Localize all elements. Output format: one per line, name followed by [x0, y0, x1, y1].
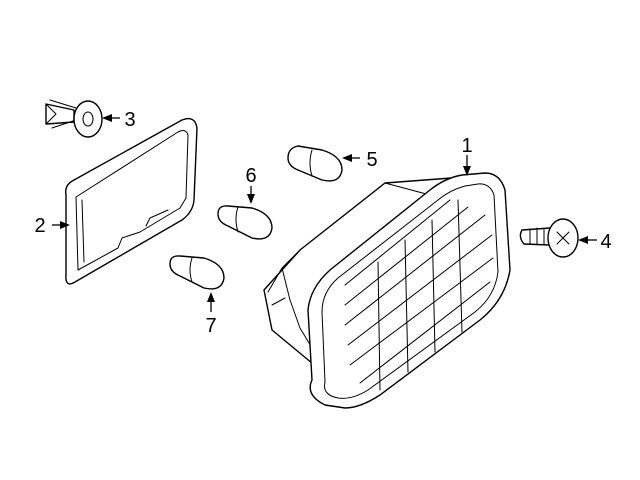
screw-icon — [519, 218, 579, 258]
leader-line-1 — [463, 155, 471, 176]
leader-line-5 — [342, 154, 360, 162]
callout-3: 3 — [124, 109, 135, 131]
leader-line-2 — [52, 221, 70, 229]
leader-line-3 — [102, 114, 120, 122]
leader-line-7 — [207, 292, 215, 312]
bulb-icon — [217, 205, 273, 240]
tail-lamp-assembly-icon — [263, 172, 511, 409]
leader-line-4 — [578, 236, 597, 244]
bulb-icon — [287, 145, 343, 182]
callout-2: 2 — [34, 215, 45, 237]
bulb-icon — [169, 255, 225, 290]
callout-6: 6 — [245, 165, 256, 187]
callout-4: 4 — [600, 231, 611, 253]
callout-1: 1 — [461, 135, 472, 157]
callout-7: 7 — [205, 315, 216, 337]
push-clip-icon — [45, 99, 103, 138]
lamp-gasket-icon — [64, 117, 198, 285]
callout-5: 5 — [366, 149, 377, 171]
leader-line-6 — [247, 186, 255, 204]
